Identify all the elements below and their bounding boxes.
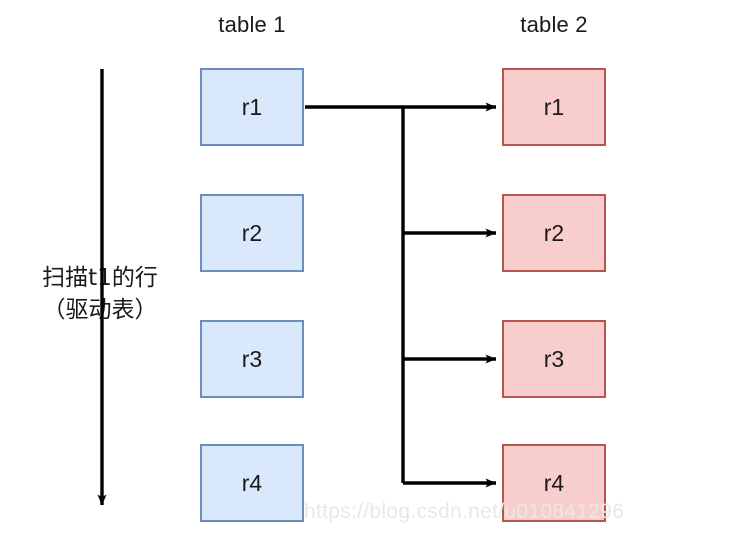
scan-direction-label-line1: 扫描t1的行 (42, 265, 158, 291)
table2-row-r3[interactable]: r3 (502, 320, 606, 398)
table1-row-r1-label: r1 (241, 93, 263, 120)
scan-direction-label-line2: （驱动表） (42, 297, 158, 323)
table2-row-r2[interactable]: r2 (502, 194, 606, 272)
watermark-text: https://blog.csdn.net/u010841296 (304, 500, 625, 523)
table1-row-r3-label: r3 (241, 345, 263, 372)
table2-row-r1[interactable]: r1 (502, 68, 606, 146)
table1-row-r2[interactable]: r2 (200, 194, 304, 272)
table1-row-r3[interactable]: r3 (200, 320, 304, 398)
table-1-title: table 1 (218, 12, 286, 37)
table2-row-r3-label: r3 (543, 345, 565, 372)
table1-row-r1[interactable]: r1 (200, 68, 304, 146)
table2-row-r4[interactable]: r4 (502, 444, 606, 522)
table2-row-r1-label: r1 (543, 93, 565, 120)
table2-row-r2-label: r2 (543, 219, 565, 246)
table2-row-r4-label: r4 (543, 469, 565, 496)
join-trunk-line (305, 105, 405, 483)
table1-row-r4-label: r4 (241, 469, 263, 496)
table1-row-r4[interactable]: r4 (200, 444, 304, 522)
table-2-title: table 2 (520, 12, 588, 37)
scan-direction-label: 扫描t1的行 （驱动表） (0, 262, 200, 326)
table1-row-r2-label: r2 (241, 219, 263, 246)
